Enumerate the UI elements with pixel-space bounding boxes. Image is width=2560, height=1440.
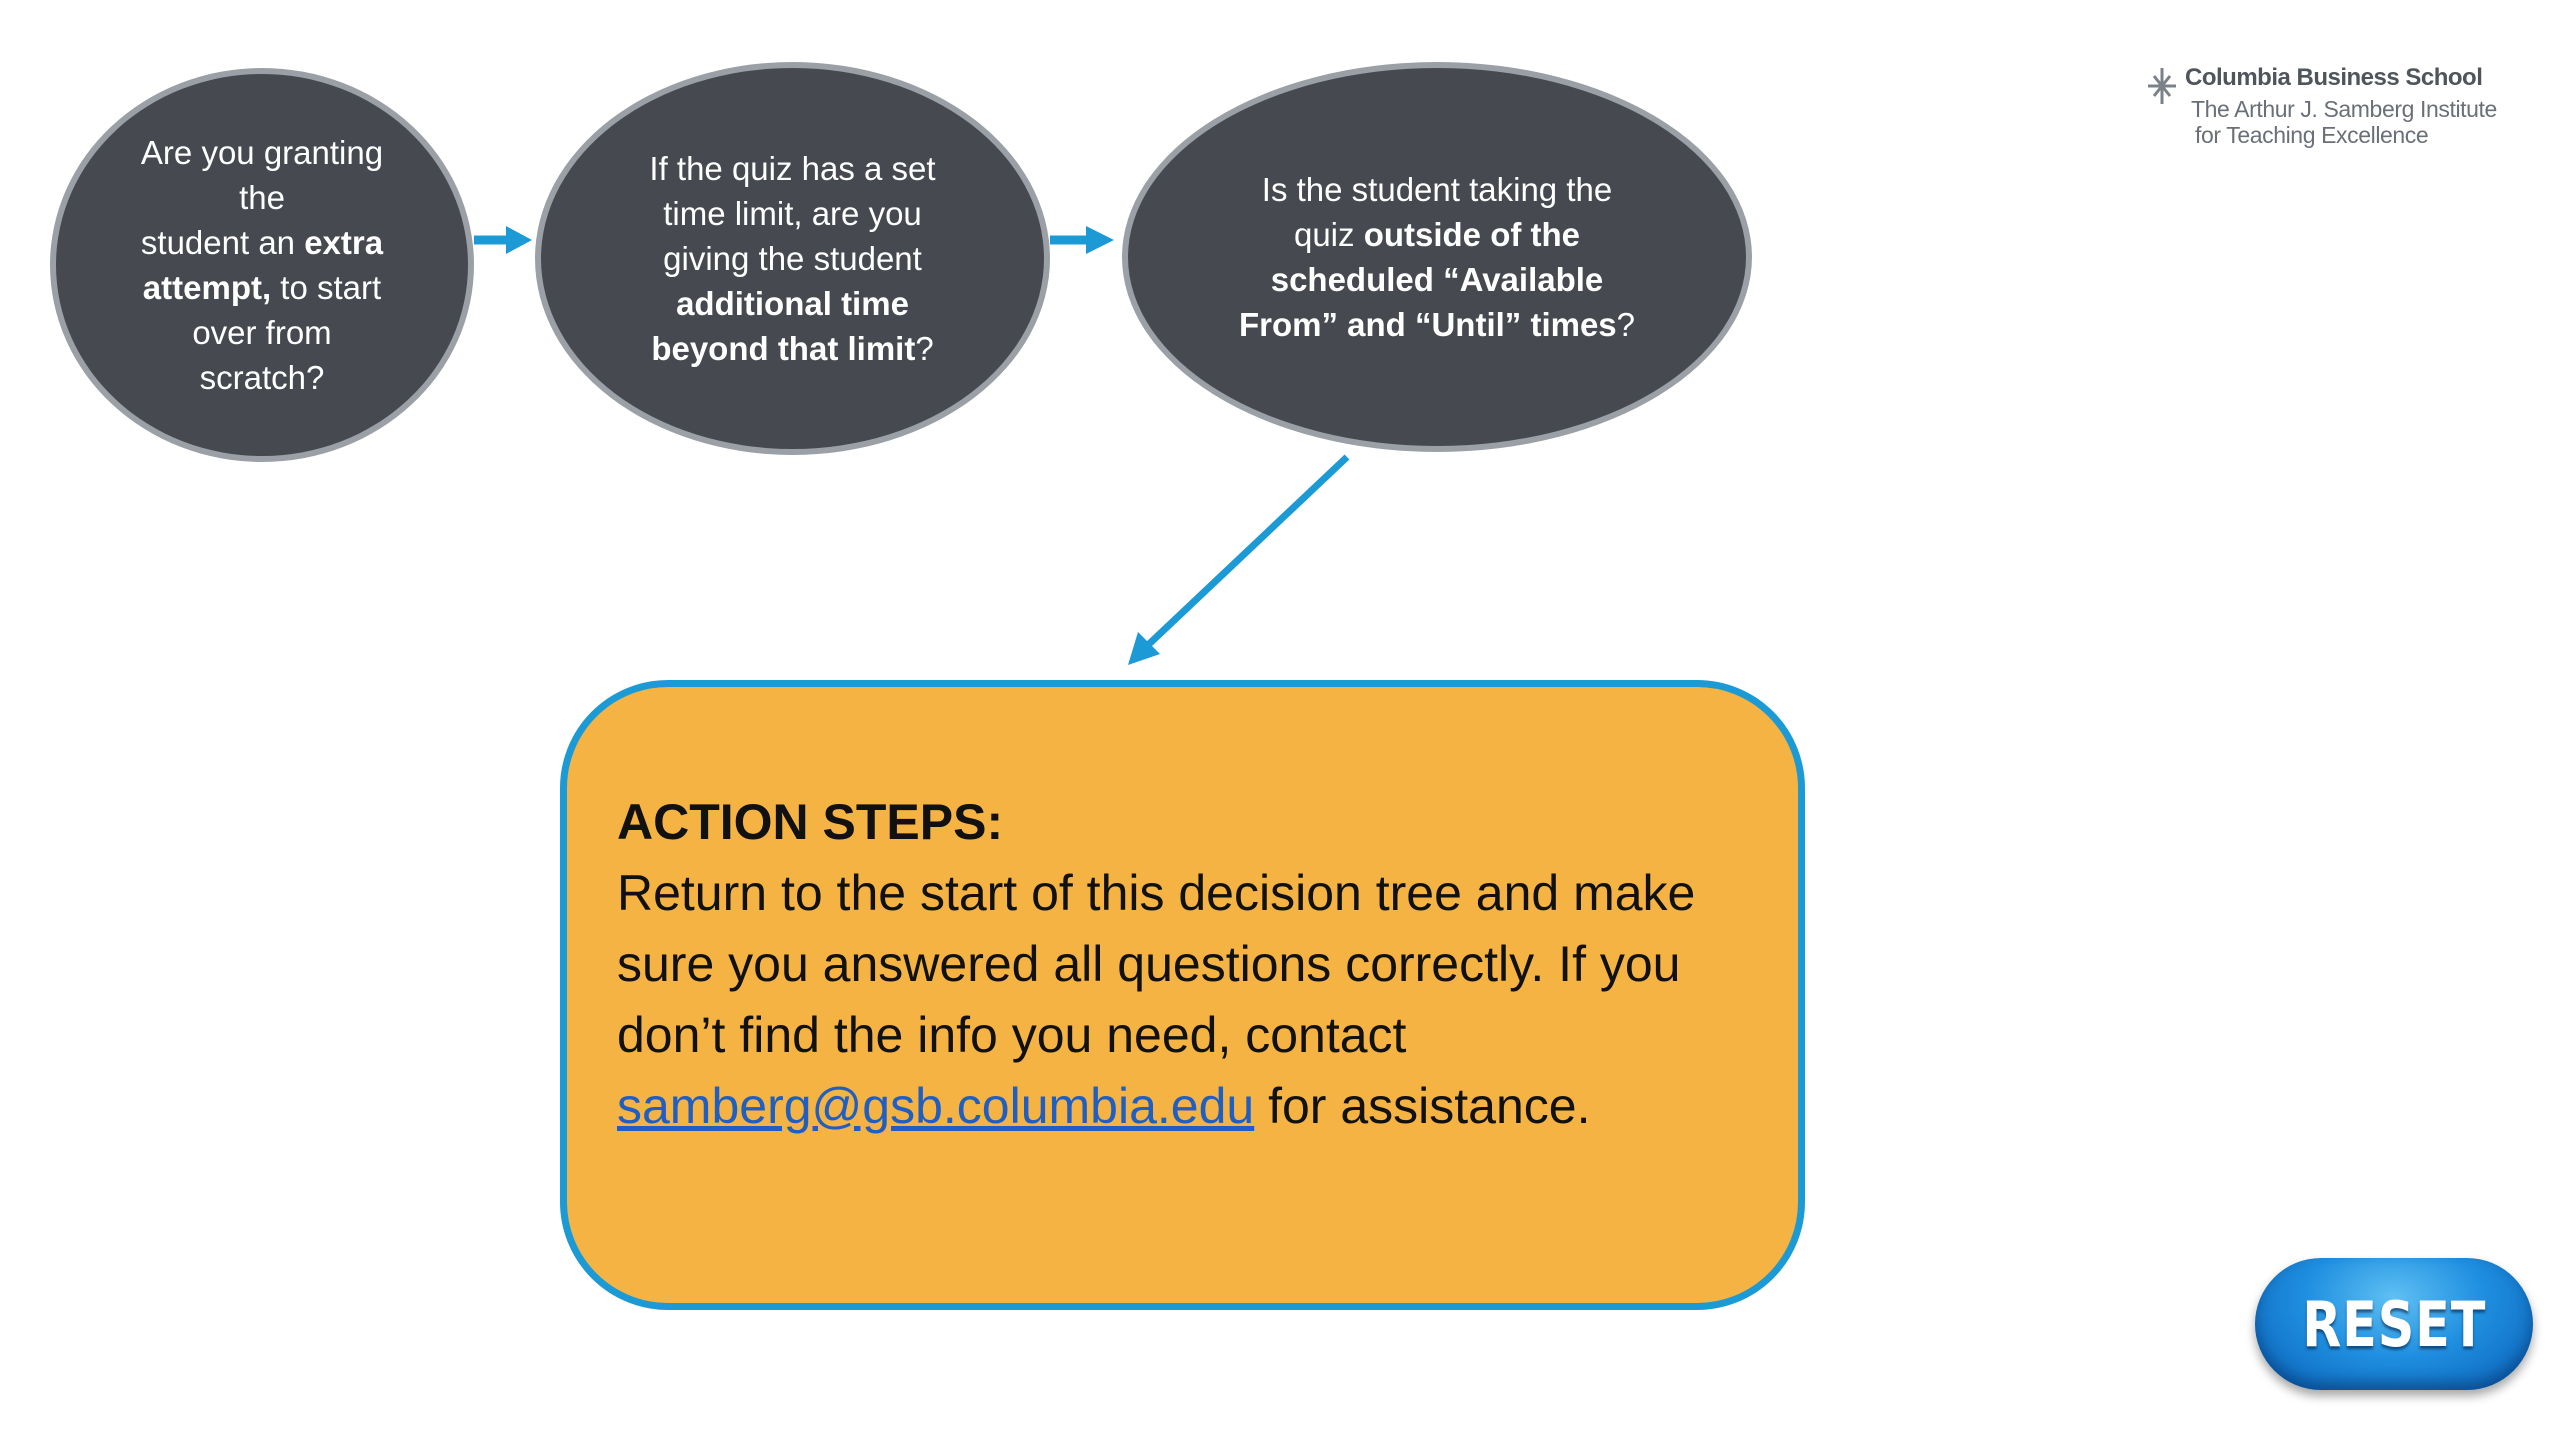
question-line: student an extra xyxy=(141,220,383,265)
columbia-business-school-logo: Columbia Business School The Arthur J. S… xyxy=(2145,62,2525,162)
question-line: additional time xyxy=(649,281,935,326)
question-plain-text: quiz xyxy=(1293,216,1364,253)
action-steps-title: ACTION STEPS: xyxy=(617,794,1004,850)
question-line: time limit, are you xyxy=(649,191,935,236)
action-text-after: for assistance. xyxy=(1254,1078,1591,1134)
question-line: From” and “Until” times? xyxy=(1239,302,1635,347)
question-bold-text: outside of the xyxy=(1363,216,1581,253)
question-line: quiz outside of the xyxy=(1239,212,1635,257)
question-line: scheduled “Available xyxy=(1239,257,1635,302)
logo-title: Columbia Business School xyxy=(2185,64,2483,91)
question-bold-text: scheduled “Available xyxy=(1270,261,1604,298)
question-plain-text: over from xyxy=(192,314,332,351)
contact-email-link[interactable]: samberg@gsb.columbia.edu xyxy=(617,1078,1255,1134)
question-bold-text: additional time xyxy=(676,285,909,322)
question-node-outside-schedule[interactable]: Is the student taking the quiz outside of… xyxy=(1122,62,1752,452)
question-plain-text: Is the student taking the xyxy=(1261,171,1613,208)
question-line: attempt, to start xyxy=(141,265,383,310)
question-line: the xyxy=(141,175,383,220)
question-plain-text: Are you granting xyxy=(140,134,384,171)
question-plain-text: the xyxy=(239,179,285,216)
question-line: Is the student taking the xyxy=(1239,167,1635,212)
action-steps-box: ACTION STEPS: Return to the start of thi… xyxy=(560,680,1805,1310)
question-plain-text: giving the student xyxy=(663,240,922,277)
columbia-crown-icon xyxy=(2148,68,2176,104)
question-bold-text: beyond that limit xyxy=(651,330,916,367)
question-line: beyond that limit? xyxy=(649,326,935,371)
action-steps-text: Return to the start of this decision tre… xyxy=(617,865,1695,1134)
question-line: over from xyxy=(141,310,383,355)
question-bold-text: attempt, xyxy=(142,269,272,306)
reset-button-label: RESET xyxy=(2301,1287,2487,1361)
question-plain-text: student an xyxy=(140,224,305,261)
question-text: Is the student taking the quiz outside of… xyxy=(1239,167,1635,347)
logo-subtitle-line1: The Arthur J. Samberg Institute xyxy=(2191,96,2497,122)
arrow-q1-to-q2 xyxy=(474,226,532,254)
question-line: If the quiz has a set xyxy=(649,146,935,191)
arrow-q2-to-q3 xyxy=(1050,226,1114,254)
action-text-before: Return to the start of this decision tre… xyxy=(617,865,1696,1063)
arrow-q3-to-action xyxy=(1128,454,1350,665)
question-plain-text: to start xyxy=(271,269,382,306)
question-bold-text: From” and “Until” times xyxy=(1238,306,1617,343)
question-plain-text: If the quiz has a set xyxy=(649,150,936,187)
question-line: giving the student xyxy=(649,236,935,281)
question-plain-text: ? xyxy=(1616,306,1636,343)
question-plain-text: ? xyxy=(915,330,934,367)
question-plain-text: scratch? xyxy=(199,359,325,396)
question-line: Are you granting xyxy=(141,130,383,175)
question-node-additional-time[interactable]: If the quiz has a set time limit, are you… xyxy=(535,62,1050,455)
question-plain-text: time limit, are you xyxy=(663,195,922,232)
reset-button[interactable]: RESET xyxy=(2255,1258,2533,1390)
question-line: scratch? xyxy=(141,355,383,400)
question-bold-text: extra xyxy=(304,224,384,261)
question-text: If the quiz has a set time limit, are you… xyxy=(649,146,935,371)
logo-subtitle-line2: for Teaching Excellence xyxy=(2195,122,2429,148)
